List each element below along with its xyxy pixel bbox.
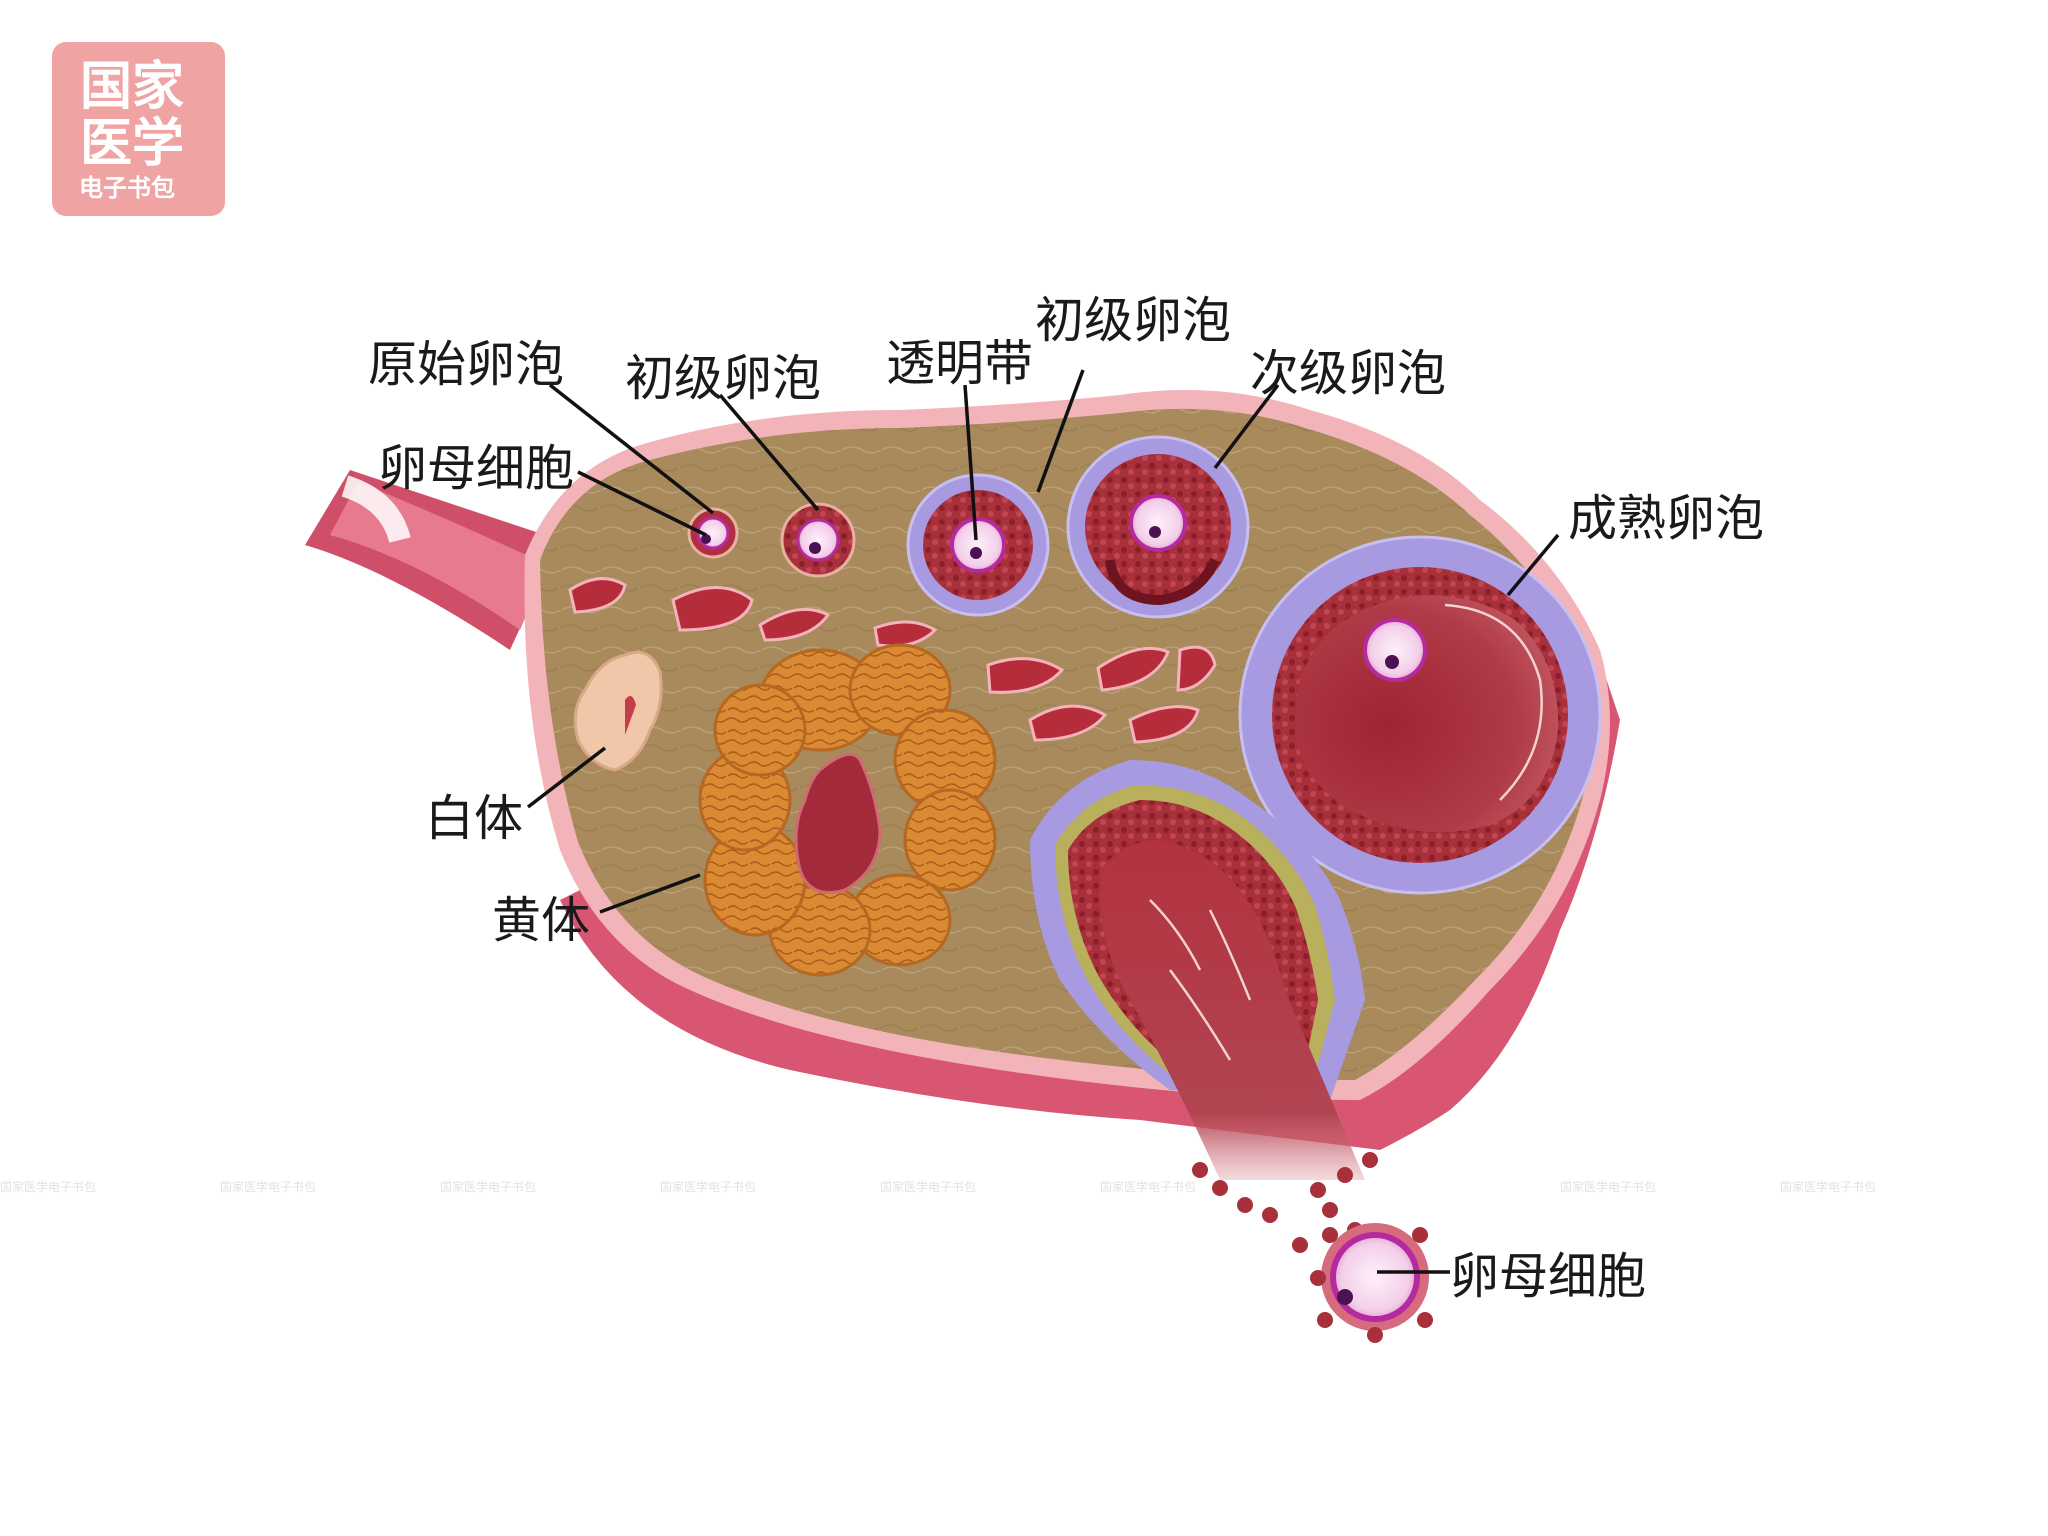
primordial-follicle [687, 507, 739, 559]
corpus-luteum [698, 643, 997, 977]
watermark-text-7: 国家医学电子书包 [1560, 1179, 1656, 1194]
secondary-follicle [1066, 435, 1250, 619]
primary-follicle-small [780, 502, 856, 578]
rupturing-follicle [1030, 760, 1378, 1253]
blood-vessels [568, 577, 1217, 744]
label-oocyte-released: 卵母细胞 [1450, 1248, 1646, 1305]
label-mature-follicle: 成熟卵泡 [1568, 490, 1764, 547]
released-oocyte [1310, 1223, 1433, 1343]
primary-follicle-zona [906, 473, 1050, 617]
label-corpus-albicans: 白体 [425, 790, 523, 847]
label-primary-follicle-left: 初级卵泡 [625, 350, 821, 407]
watermark-text-6: 国家医学电子书包 [1100, 1179, 1196, 1194]
mature-follicle [1238, 535, 1602, 895]
watermark-text-8: 国家医学电子书包 [1780, 1179, 1876, 1194]
watermark-text-2: 国家医学电子书包 [220, 1179, 316, 1194]
watermark-text-4: 国家医学电子书包 [660, 1179, 756, 1194]
watermark-strip: 国家医学电子书包 国家医学电子书包 国家医学电子书包 国家医学电子书包 国家医学… [0, 1179, 1876, 1194]
labels: 原始卵泡 卵母细胞 初级卵泡 透明带 初级卵泡 次级卵泡 成熟卵泡 白体 黄体 … [368, 292, 1764, 1305]
watermark-text-5: 国家医学电子书包 [880, 1179, 976, 1194]
brand-badge: 国家 医学 电子书包 [52, 42, 225, 216]
label-secondary-follicle: 次级卵泡 [1250, 345, 1446, 402]
label-zona-pellucida: 透明带 [886, 335, 1033, 392]
badge-line-1: 国家 [80, 56, 184, 117]
label-oocyte-left: 卵母细胞 [378, 440, 574, 497]
badge-line-3: 电子书包 [79, 173, 175, 202]
watermark-text-1: 国家医学电子书包 [0, 1179, 96, 1194]
label-primary-follicle-right: 初级卵泡 [1035, 292, 1231, 349]
leader-lines [526, 369, 1560, 1274]
ovarian-ligament [305, 470, 560, 650]
label-primordial-follicle: 原始卵泡 [368, 336, 564, 393]
watermark-text-3: 国家医学电子书包 [440, 1179, 536, 1194]
corpus-albicans [573, 650, 663, 772]
badge-line-2: 医学 [80, 113, 184, 174]
label-corpus-luteum: 黄体 [492, 892, 590, 949]
